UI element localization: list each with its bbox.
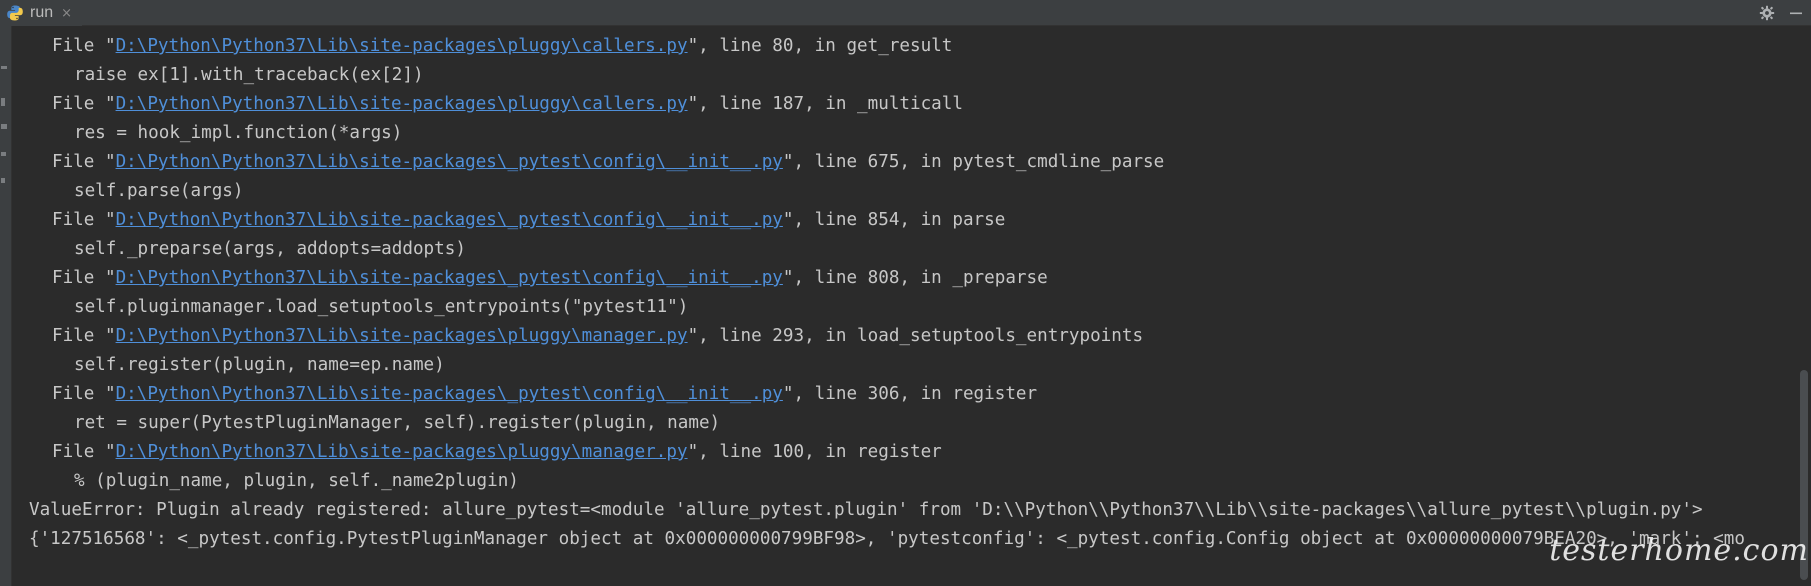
- traceback-code-line: self.register(plugin, name=ep.name): [74, 355, 445, 375]
- console-output[interactable]: File "D:\Python\Python37\Lib\site-packag…: [12, 26, 1797, 586]
- traceback-code-line: res = hook_impl.function(*args): [74, 123, 403, 143]
- traceback-file-line: File "D:\Python\Python37\Lib\site-packag…: [12, 438, 1745, 467]
- line-location: ", line 854, in parse: [782, 210, 1006, 230]
- line-prefix: File ": [52, 326, 116, 346]
- file-path-link[interactable]: D:\Python\Python37\Lib\site-packages\plu…: [115, 36, 688, 56]
- line-location: ", line 100, in register: [687, 442, 942, 462]
- header-actions: [1759, 0, 1803, 26]
- left-toolbar: [0, 26, 12, 586]
- file-path-link[interactable]: D:\Python\Python37\Lib\site-packages\_py…: [115, 268, 783, 288]
- traceback-file-line: File "D:\Python\Python37\Lib\site-packag…: [12, 264, 1745, 293]
- vertical-scrollbar[interactable]: [1797, 26, 1811, 586]
- traceback-file-line: File "D:\Python\Python37\Lib\site-packag…: [12, 322, 1745, 351]
- line-location: ", line 293, in load_setuptools_entrypoi…: [687, 326, 1144, 346]
- scrollbar-thumb[interactable]: [1800, 370, 1808, 580]
- line-location: ", line 675, in pytest_cmdline_parse: [782, 152, 1165, 172]
- traceback-file-line: File "D:\Python\Python37\Lib\site-packag…: [12, 206, 1745, 235]
- line-prefix: File ": [52, 442, 116, 462]
- toolbar-icon[interactable]: [1, 152, 6, 156]
- toolbar-icon[interactable]: [1, 178, 5, 183]
- tool-window-header: run ×: [0, 0, 1811, 26]
- run-tab[interactable]: run ×: [0, 0, 83, 26]
- run-tab-label: run: [30, 4, 54, 21]
- line-prefix: File ": [52, 152, 116, 172]
- file-path-link[interactable]: D:\Python\Python37\Lib\site-packages\plu…: [115, 94, 688, 114]
- toolbar-icon[interactable]: [1, 66, 7, 69]
- toolbar-icon[interactable]: [1, 124, 7, 129]
- error-message-line: {'127516568': <_pytest.config.PytestPlug…: [29, 529, 1745, 549]
- toolbar-icon[interactable]: [1, 98, 5, 106]
- traceback-code-line: self.pluginmanager.load_setuptools_entry…: [74, 297, 689, 317]
- line-prefix: File ": [52, 268, 116, 288]
- line-prefix: File ": [52, 36, 116, 56]
- line-location: ", line 306, in register: [782, 384, 1038, 404]
- file-path-link[interactable]: D:\Python\Python37\Lib\site-packages\_py…: [115, 210, 783, 230]
- traceback-file-line: File "D:\Python\Python37\Lib\site-packag…: [12, 32, 1745, 61]
- line-prefix: File ": [52, 94, 116, 114]
- traceback-code-line: ret = super(PytestPluginManager, self).r…: [74, 413, 721, 433]
- traceback-file-line: File "D:\Python\Python37\Lib\site-packag…: [12, 380, 1745, 409]
- file-path-link[interactable]: D:\Python\Python37\Lib\site-packages\_py…: [115, 384, 783, 404]
- line-prefix: File ": [52, 384, 116, 404]
- traceback-file-line: File "D:\Python\Python37\Lib\site-packag…: [12, 90, 1745, 119]
- file-path-link[interactable]: D:\Python\Python37\Lib\site-packages\plu…: [115, 442, 688, 462]
- line-location: ", line 187, in _multicall: [687, 94, 963, 114]
- traceback-code-line: self.parse(args): [74, 181, 244, 201]
- console-lines: File "D:\Python\Python37\Lib\site-packag…: [12, 32, 1745, 554]
- traceback-code-line: % (plugin_name, plugin, self._name2plugi…: [74, 471, 519, 491]
- line-location: ", line 808, in _preparse: [782, 268, 1048, 288]
- close-icon[interactable]: ×: [61, 5, 73, 21]
- file-path-link[interactable]: D:\Python\Python37\Lib\site-packages\_py…: [115, 152, 783, 172]
- minimize-icon[interactable]: [1789, 5, 1803, 21]
- traceback-file-line: File "D:\Python\Python37\Lib\site-packag…: [12, 148, 1745, 177]
- gear-icon[interactable]: [1759, 5, 1775, 21]
- traceback-code-line: self._preparse(args, addopts=addopts): [74, 239, 466, 259]
- file-path-link[interactable]: D:\Python\Python37\Lib\site-packages\plu…: [115, 326, 688, 346]
- traceback-code-line: raise ex[1].with_traceback(ex[2]): [74, 65, 424, 85]
- python-icon: [7, 5, 23, 21]
- line-location: ", line 80, in get_result: [687, 36, 953, 56]
- error-message-line: ValueError: Plugin already registered: a…: [29, 500, 1703, 520]
- line-prefix: File ": [52, 210, 116, 230]
- watermark: testerhome.com: [1549, 533, 1809, 568]
